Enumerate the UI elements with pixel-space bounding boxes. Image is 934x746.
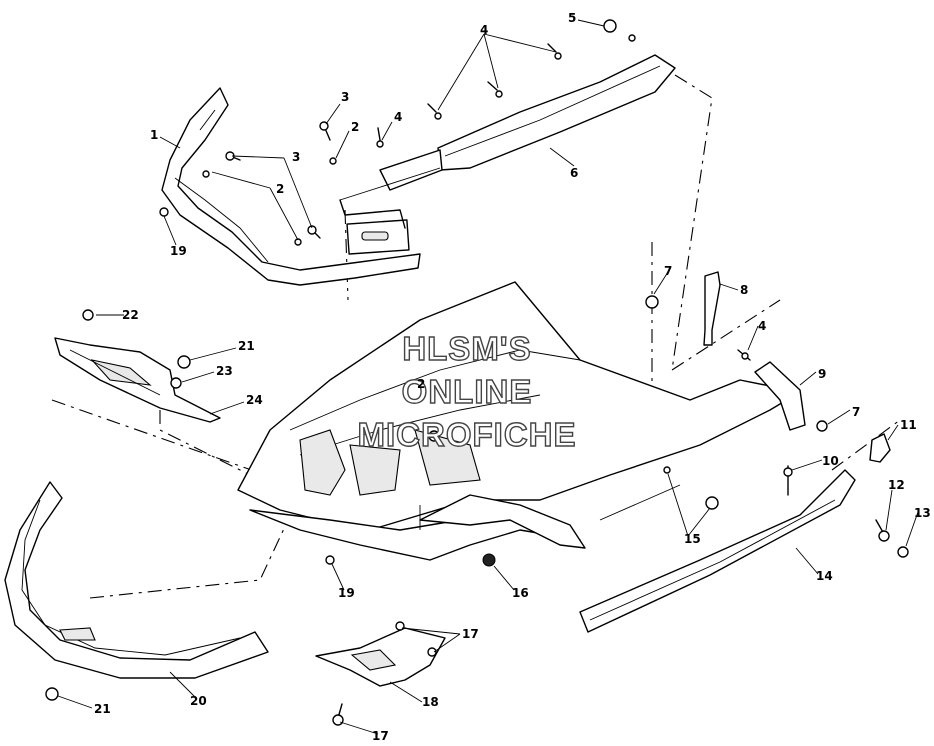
callout-2b: 2 xyxy=(351,120,359,134)
part-9-bracket xyxy=(754,361,806,431)
callout-13: 13 xyxy=(914,506,931,520)
callout-17b: 17 xyxy=(372,729,389,743)
callout-7b: 7 xyxy=(852,405,860,419)
part-18-lower-plate xyxy=(315,627,446,687)
callout-16: 16 xyxy=(512,586,529,600)
callout-1: 1 xyxy=(150,128,158,142)
part-8-rod xyxy=(703,271,721,346)
callout-15: 15 xyxy=(684,532,701,546)
part-1-left-hood-trim xyxy=(161,87,421,286)
main-hood-body xyxy=(237,281,801,561)
callout-17a: 17 xyxy=(462,627,479,641)
callout-2c: 2 xyxy=(417,377,425,391)
callout-19b: 19 xyxy=(338,586,355,600)
part-24-deflector xyxy=(54,337,221,423)
callout-5: 5 xyxy=(568,11,576,25)
callout-14: 14 xyxy=(816,569,833,583)
callout-8: 8 xyxy=(740,283,748,297)
callout-19a: 19 xyxy=(170,244,187,258)
watermark-line-2: ONLINE xyxy=(402,373,533,410)
callout-4c: 4 xyxy=(758,319,766,333)
part-6-upper-crossbar xyxy=(339,54,676,201)
callout-3b: 3 xyxy=(292,150,300,164)
fasteners xyxy=(45,19,909,726)
callout-18: 18 xyxy=(422,695,439,709)
leader-lines xyxy=(57,19,919,735)
callout-21a: 21 xyxy=(238,339,255,353)
callout-7a: 7 xyxy=(664,264,672,278)
watermark-line-3: MICROFICHE xyxy=(358,416,577,453)
callout-2a: 2 xyxy=(276,182,284,196)
callout-4a: 4 xyxy=(480,23,488,37)
callout-11: 11 xyxy=(900,418,917,432)
callout-21b: 21 xyxy=(94,702,111,716)
callout-labels: 1 2 2 2 3 3 4 4 4 5 6 7 7 8 9 10 11 12 1… xyxy=(94,11,931,743)
callout-23: 23 xyxy=(216,364,233,378)
callout-12: 12 xyxy=(888,478,905,492)
callout-20: 20 xyxy=(190,694,207,708)
callout-3a: 3 xyxy=(341,90,349,104)
watermark: HLSM'S ONLINE MICROFICHE xyxy=(357,329,577,453)
callout-9: 9 xyxy=(818,367,826,381)
callout-22: 22 xyxy=(122,308,139,322)
part-14-bumper-bar xyxy=(579,469,856,633)
callout-4b: 4 xyxy=(394,110,402,124)
watermark-line-1: HLSM'S xyxy=(402,330,531,367)
callout-6: 6 xyxy=(570,166,578,180)
part-11-clip xyxy=(869,433,891,463)
part-20-lower-skirt xyxy=(4,481,269,679)
callout-24: 24 xyxy=(246,393,263,407)
callout-10: 10 xyxy=(822,454,839,468)
